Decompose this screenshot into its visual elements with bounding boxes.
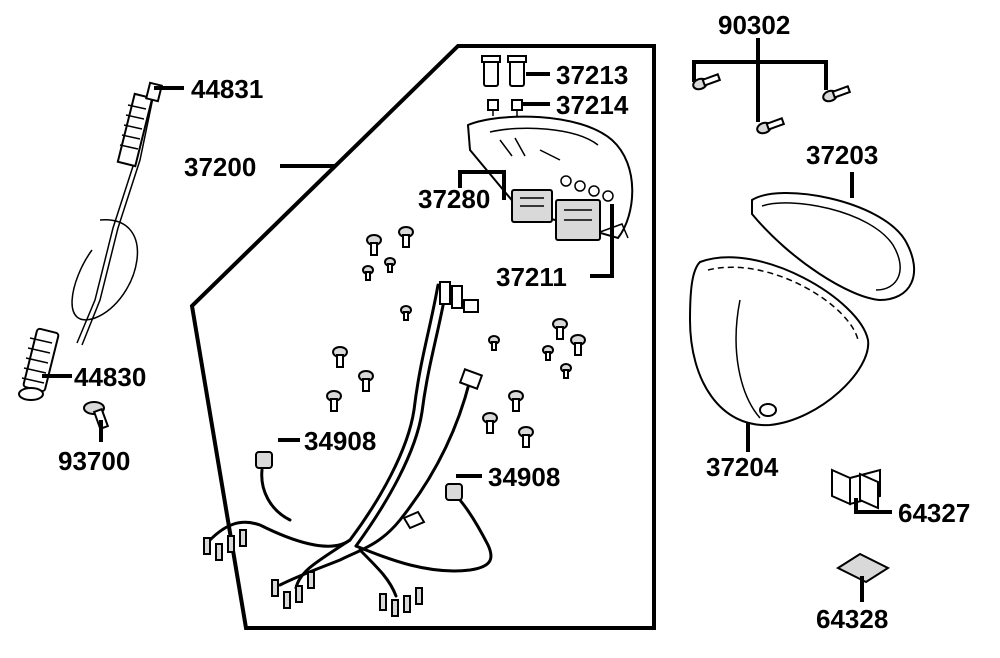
bulbs-37214 (487, 99, 523, 116)
screws-90302 (692, 73, 852, 135)
label-37203: 37203 (806, 140, 878, 170)
leader-37211 (590, 204, 614, 278)
bulbs-37213 (481, 55, 527, 87)
screw-93700 (83, 401, 110, 431)
label-34908-upper: 34908 (304, 426, 376, 456)
label-90302: 90302 (718, 10, 790, 40)
label-37200: 37200 (184, 152, 256, 182)
kit-outline-frame (189, 44, 656, 630)
meter-assembly (466, 115, 634, 241)
label-37213: 37213 (556, 60, 628, 90)
meter-case-37204 (688, 256, 870, 427)
label-64327: 64327 (898, 498, 970, 528)
leader-64327 (854, 498, 892, 514)
wiring-harness (203, 281, 493, 617)
kit-screws (326, 226, 586, 448)
leader-90302 (692, 38, 828, 122)
clip-64327 (831, 468, 881, 510)
label-37211: 37211 (496, 262, 567, 292)
label-44831: 44831 (191, 74, 263, 104)
leader-lines (42, 38, 892, 602)
leader-37280 (458, 170, 506, 200)
label-93700: 93700 (58, 446, 130, 476)
meter-lens-37203 (751, 192, 916, 302)
pad-64328 (835, 552, 891, 584)
label-64328: 64328 (816, 604, 888, 634)
label-37204: 37204 (706, 452, 779, 482)
label-37280: 37280 (418, 184, 490, 214)
label-34908-lower: 34908 (488, 462, 560, 492)
speedometer-cable (18, 81, 163, 401)
label-37214: 37214 (556, 90, 629, 120)
label-44830: 44830 (74, 362, 146, 392)
